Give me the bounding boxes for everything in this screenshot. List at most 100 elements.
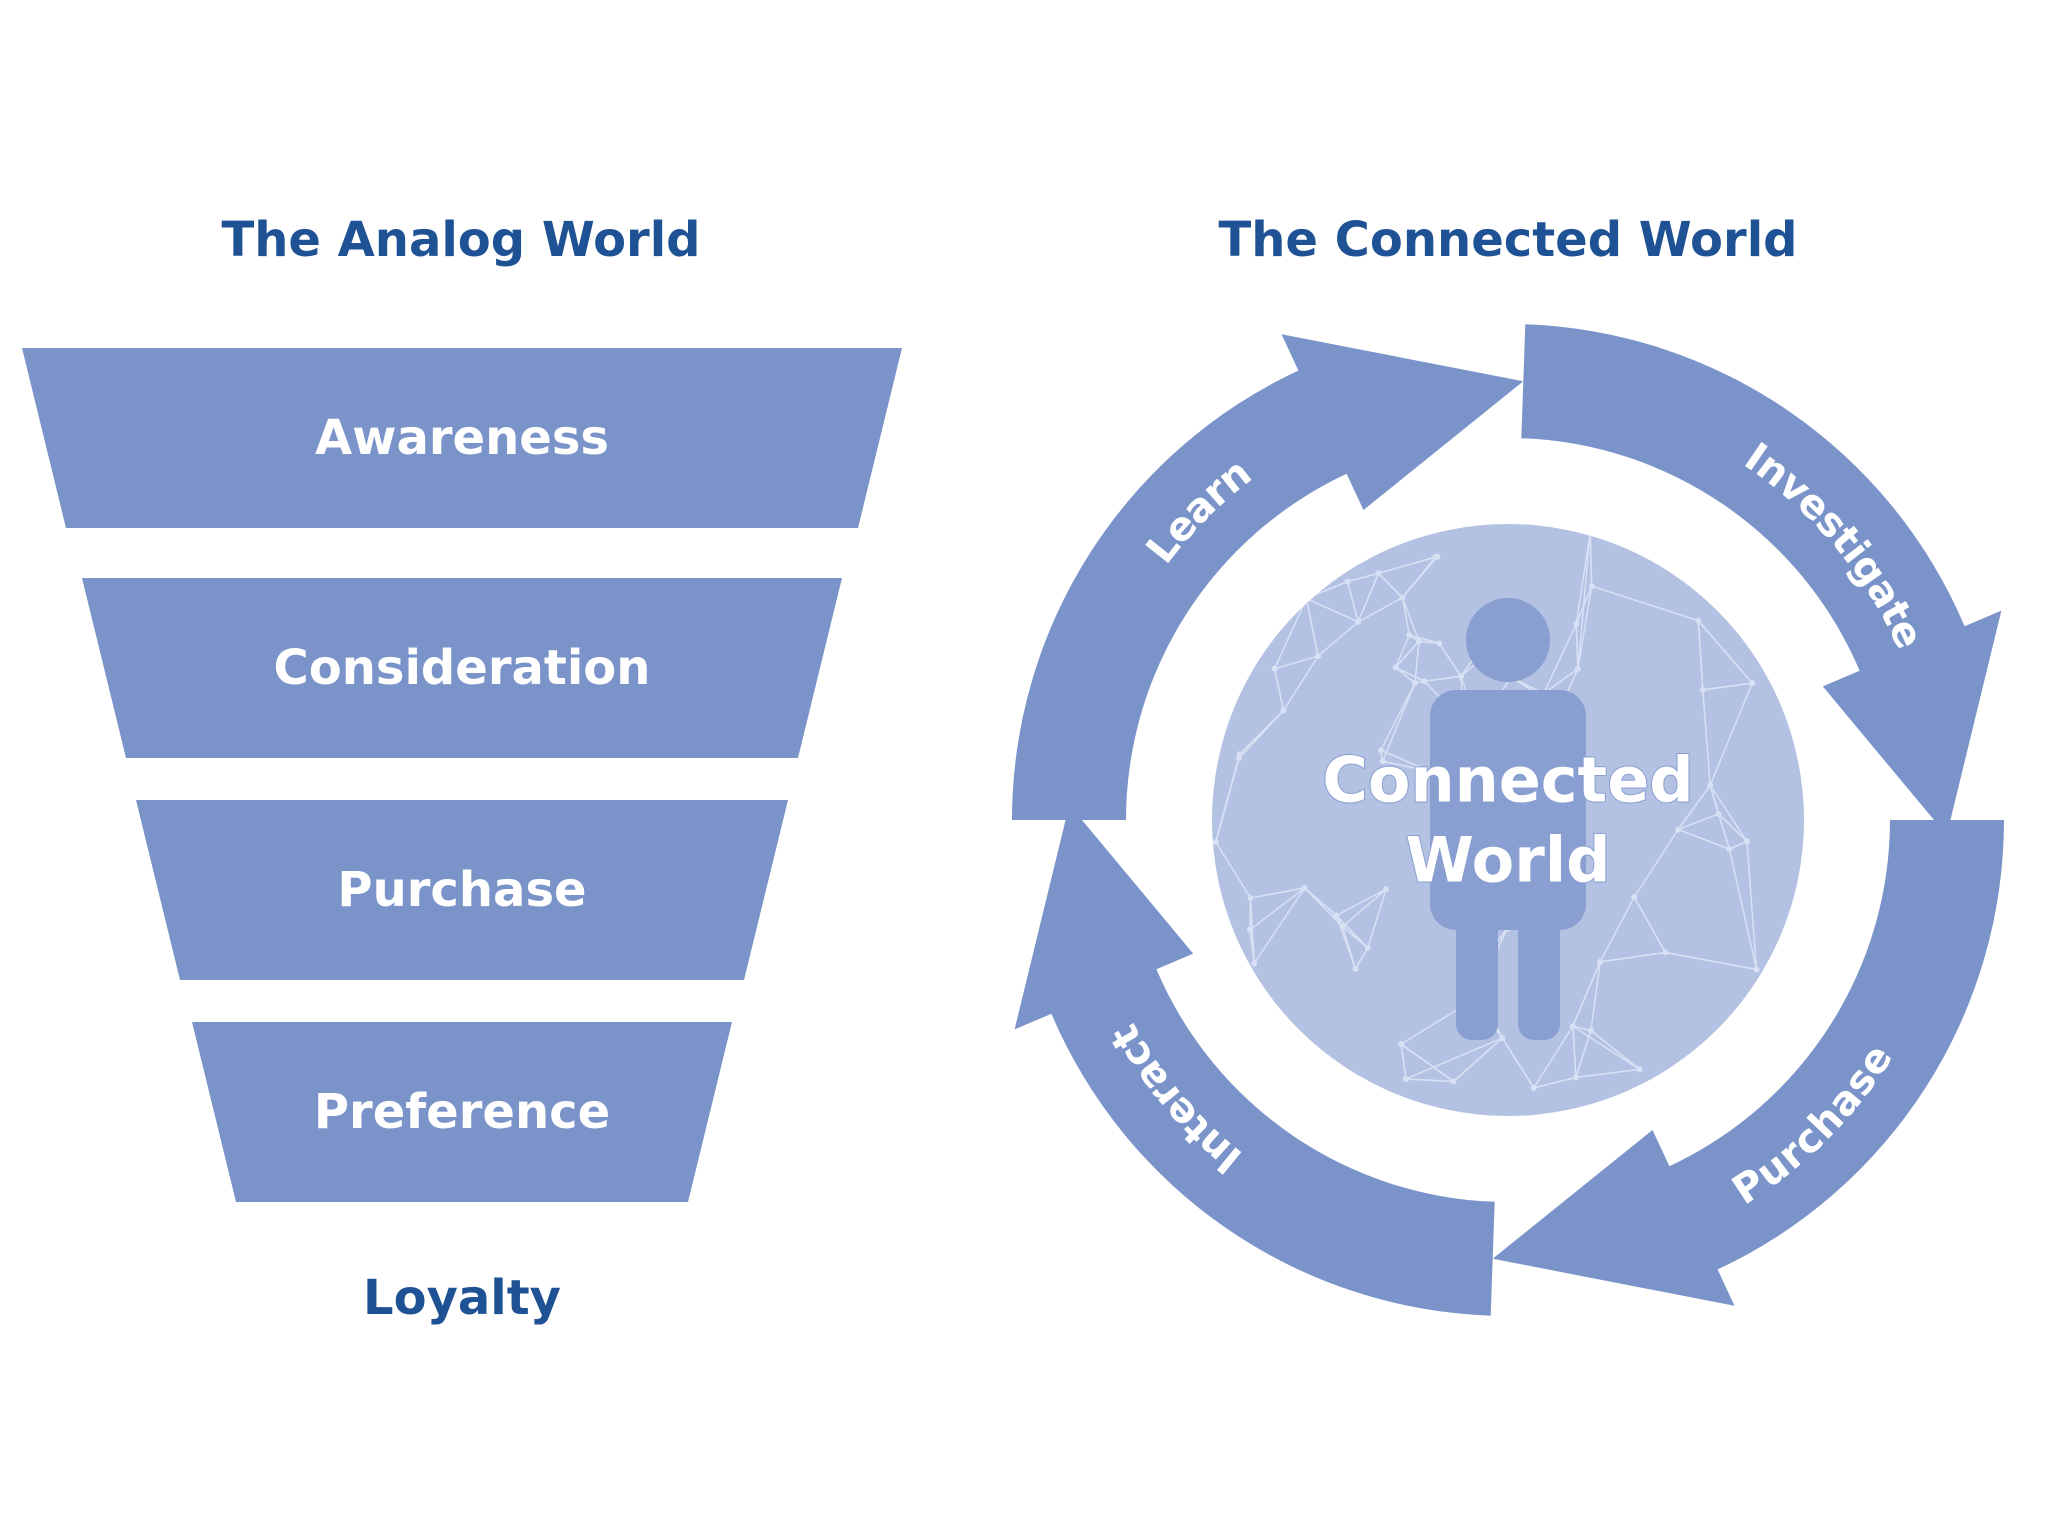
funnel-label-loyalty: Loyalty [363, 1270, 561, 1326]
network-line [1250, 887, 1305, 899]
network-line [1728, 848, 1758, 970]
network-line [1677, 813, 1719, 831]
network-line [1572, 1026, 1577, 1078]
funnel-label-preference: Preference [314, 1084, 610, 1140]
network-line [1382, 760, 1432, 773]
network-line [1543, 668, 1579, 695]
network-line [1317, 621, 1359, 657]
network-node [1675, 826, 1682, 833]
network-line [1305, 598, 1319, 657]
network-line [1367, 888, 1387, 949]
network-line [1590, 1029, 1641, 1070]
network-line [1501, 1037, 1535, 1089]
network-line [1215, 841, 1252, 899]
network-line [1438, 642, 1462, 677]
network-line [1729, 840, 1748, 850]
network-line [1357, 573, 1380, 623]
network-line [1282, 655, 1319, 711]
network-line [1401, 597, 1420, 642]
network-line [1342, 888, 1387, 928]
network-line [1599, 896, 1635, 963]
center-label-line-2: World [1406, 824, 1611, 897]
network-line [1453, 1037, 1503, 1083]
network-line [1249, 887, 1306, 931]
network-line [1717, 813, 1748, 842]
network-line [1346, 581, 1359, 623]
network-node [1247, 894, 1254, 901]
network-node [1753, 966, 1760, 973]
network-line [1424, 675, 1462, 682]
network-node [1631, 894, 1638, 901]
network-line [1533, 1025, 1574, 1089]
network-line [1215, 754, 1241, 843]
network-line [1381, 682, 1416, 762]
network-line [1572, 1025, 1641, 1070]
network-line [1746, 841, 1758, 970]
network-line [1572, 1025, 1592, 1032]
network-line [1273, 668, 1285, 711]
funnel-shape-purchase [136, 800, 788, 980]
network-line [1380, 682, 1416, 751]
network-line [1306, 597, 1359, 623]
network-node [1415, 638, 1422, 645]
network-line [1401, 597, 1411, 636]
network-line [1543, 623, 1577, 694]
network-line [1591, 585, 1699, 622]
network-line [1575, 623, 1579, 669]
analog-world-title: The Analog World [221, 212, 701, 268]
network-line [1357, 596, 1403, 623]
network-line [1395, 666, 1416, 684]
funnel-label-awareness: Awareness [315, 410, 609, 466]
network-line [1354, 947, 1369, 970]
arrow-interact [1014, 804, 1495, 1316]
person-figure [1430, 598, 1586, 1040]
network-node [1499, 1035, 1506, 1042]
network-line [1401, 556, 1439, 599]
network-line [1395, 640, 1420, 668]
network-line [1533, 1076, 1577, 1089]
network-line [1677, 828, 1730, 850]
funnel-shape-consideration [82, 578, 842, 758]
network-line [1572, 961, 1601, 1027]
network-line [1405, 1078, 1454, 1083]
network-line [1600, 951, 1666, 963]
network-line [1575, 1068, 1640, 1079]
arrow-learn [1012, 334, 1524, 820]
network-node [1303, 595, 1310, 602]
network-line [1395, 666, 1425, 682]
arrow-purchase [1492, 820, 2004, 1306]
network-line [1575, 1030, 1592, 1078]
funnel-shape-awareness [22, 348, 902, 528]
network-line [1341, 926, 1357, 970]
network-node [1339, 923, 1346, 930]
network-line [1575, 531, 1591, 624]
funnel-label-purchase: Purchase [337, 862, 586, 918]
network-line [1274, 655, 1319, 670]
network-node [1587, 1027, 1594, 1034]
network-line [1709, 682, 1753, 786]
network-line [1378, 555, 1438, 575]
network-node [1271, 665, 1278, 672]
network-line [1633, 829, 1679, 898]
funnel-shape-preference [192, 1022, 732, 1202]
network-line [1590, 961, 1601, 1031]
network-node [1587, 528, 1594, 535]
network-line [1347, 572, 1379, 583]
network-node [1398, 1041, 1405, 1048]
network-line [1677, 784, 1711, 831]
network-line [1409, 634, 1440, 644]
network-line [1342, 925, 1369, 949]
connected-world-title: The Connected World [1218, 212, 1798, 268]
network-line [1253, 887, 1306, 964]
network-line [1697, 620, 1753, 684]
center-label-line-1: Connected [1322, 744, 1693, 817]
network-line [1400, 1043, 1454, 1083]
network-line [1717, 813, 1731, 850]
network-line [1377, 572, 1403, 599]
network-node [1212, 839, 1219, 846]
network-line [1380, 749, 1432, 773]
network-node [1434, 553, 1441, 560]
network-line [1665, 951, 1757, 971]
